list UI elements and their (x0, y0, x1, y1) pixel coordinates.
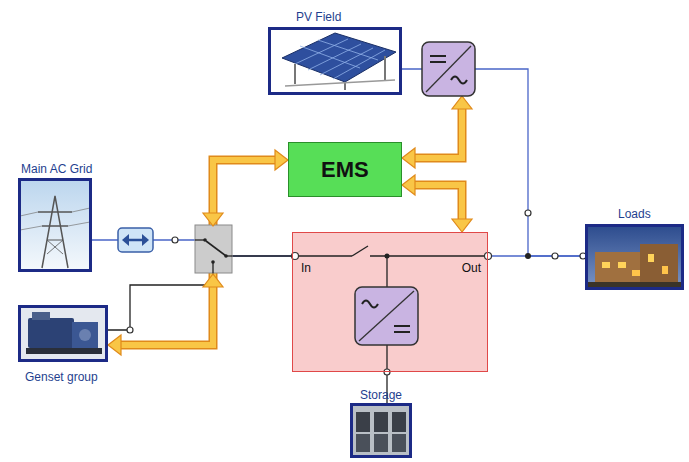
node-label: Loads (618, 207, 651, 221)
node-label: PV Field (296, 10, 341, 24)
node-label: Out (462, 261, 481, 275)
loads-box: Loads (585, 224, 684, 290)
node-label: EMS (321, 157, 369, 183)
ems-box: EMS (288, 142, 402, 197)
changeover-switch (195, 225, 232, 273)
genset-box: Genset group (18, 305, 108, 362)
node-label: Storage (360, 388, 402, 402)
control-arrow (402, 175, 472, 232)
control-arrowhead (203, 274, 223, 287)
control-arrowhead (203, 213, 223, 226)
terminal-circle (127, 210, 586, 375)
unit-fill (292, 232, 488, 372)
node-label: Genset group (25, 370, 98, 384)
junction-dot (385, 254, 390, 259)
control-arrow (108, 150, 288, 355)
storage-box: Storage (350, 403, 412, 458)
inverter-symbol (422, 42, 475, 96)
solar-panel-picture (270, 29, 400, 93)
buildings-picture (587, 226, 682, 288)
unit-wiring (292, 246, 488, 372)
inverter-symbol (355, 287, 418, 345)
meter-symbol (118, 228, 153, 252)
power-wire (402, 69, 585, 256)
control-arrow (402, 96, 472, 168)
grid-box: Main AC Grid (18, 178, 92, 272)
pv-field-box: PV Field (268, 27, 402, 95)
battery-picture (352, 405, 410, 456)
conditioning-unit-box: In Out (292, 232, 488, 372)
junction-dot (525, 253, 531, 259)
node-label: In (301, 261, 311, 275)
pylon-picture (20, 180, 90, 270)
genset-picture (20, 307, 106, 360)
node-label: Main AC Grid (21, 162, 92, 176)
